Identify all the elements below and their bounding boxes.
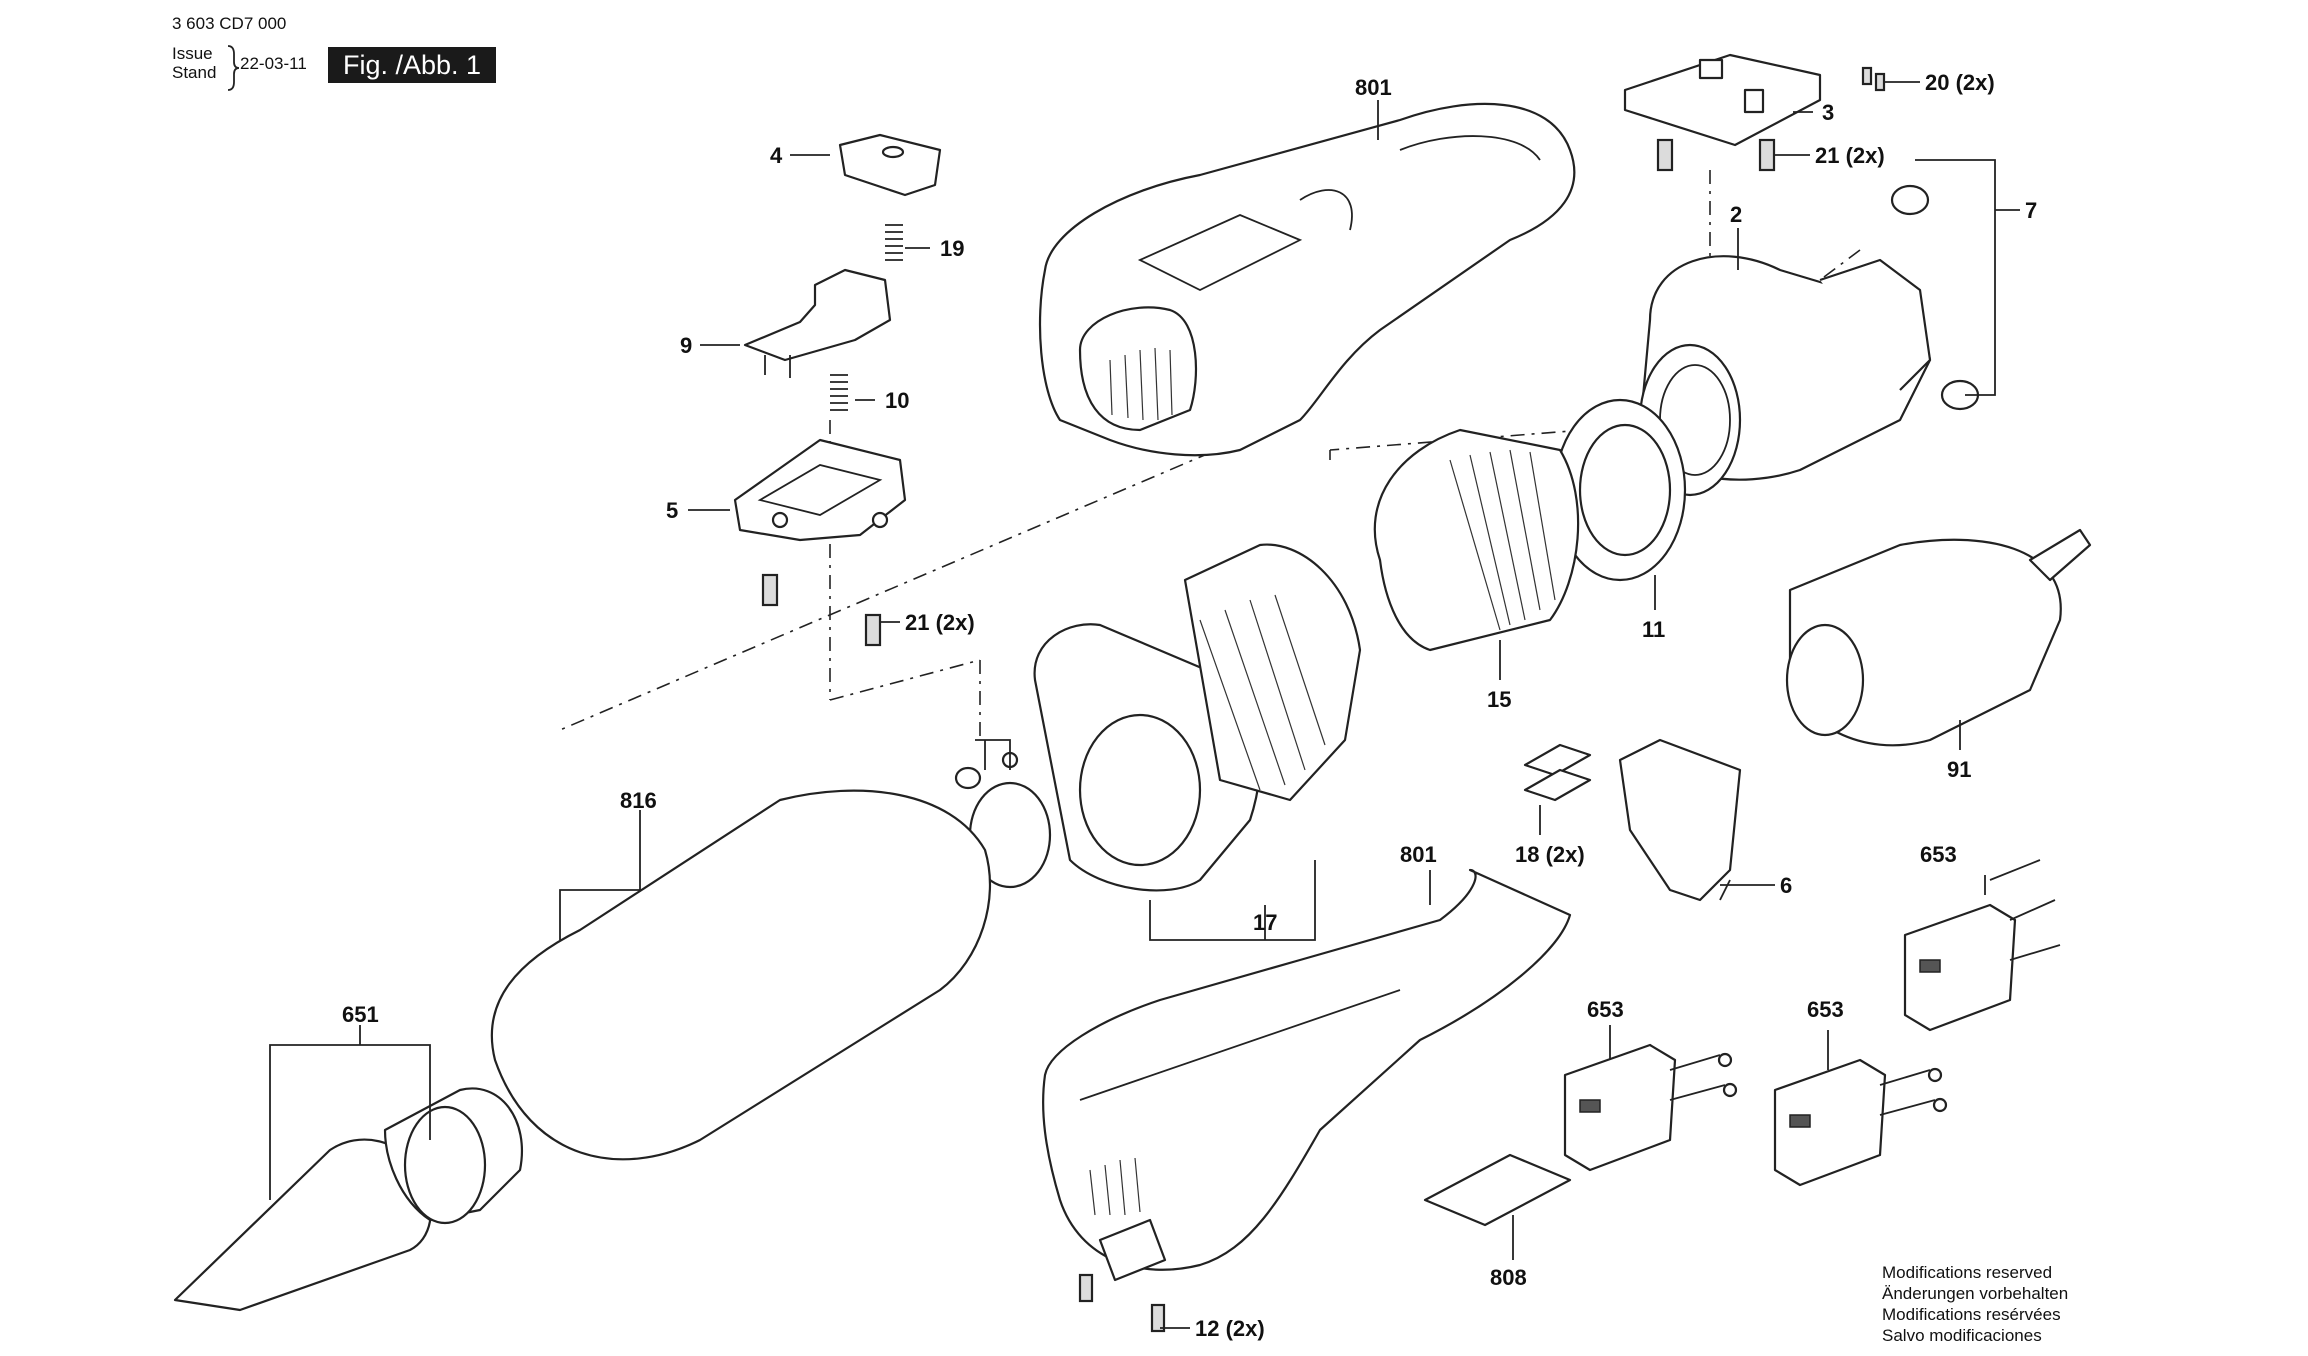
part-801-lower-vents xyxy=(1089,1157,1141,1216)
modifications-fr: Modifications resérvées xyxy=(1882,1305,2061,1324)
part-10-spring xyxy=(830,374,848,411)
label-91: 91 xyxy=(1947,757,1971,782)
part-7-grommets xyxy=(1890,184,1980,411)
callout-labels: 801 4 19 9 10 5 21 (2x) 3 20 (2x) 21 (2x… xyxy=(342,70,2037,1341)
part-801-vent-slots xyxy=(1109,347,1173,421)
part-6-clip xyxy=(1618,738,1742,902)
part-801-upper-housing xyxy=(1038,102,1576,457)
modifications-de: Änderungen vorbehalten xyxy=(1882,1284,2069,1303)
label-10: 10 xyxy=(885,388,909,413)
part-91-battery-pack xyxy=(1785,528,2092,747)
part-653-charger-eu-right xyxy=(1773,1058,1948,1187)
part-15-pleats xyxy=(1449,449,1556,631)
part-20-screws xyxy=(1861,66,1886,92)
part-3-circuit-board xyxy=(1623,53,1822,147)
part-11-ring xyxy=(1553,398,1687,582)
label-21-left: 21 (2x) xyxy=(905,610,975,635)
modifications-en: Modifications reserved xyxy=(1882,1263,2053,1282)
part-801-lower-housing xyxy=(1042,868,1572,1282)
part-808-manual-sheet xyxy=(1423,1153,1572,1227)
label-801-top: 801 xyxy=(1355,75,1392,100)
label-2: 2 xyxy=(1730,202,1742,227)
label-19: 19 xyxy=(940,236,964,261)
part-19-spring xyxy=(885,224,903,261)
part-651-crevice-nozzle xyxy=(173,1087,523,1312)
leader-lines xyxy=(269,81,2020,1329)
part-21-screws-left xyxy=(761,573,882,647)
part-653-charger-eu-left xyxy=(1563,1043,1738,1172)
label-653-a: 653 xyxy=(1920,842,1957,867)
part-9-slider xyxy=(743,268,892,378)
modifications-notice: Modifications reserved Änderungen vorbeh… xyxy=(1882,1262,2068,1346)
part-17-mesh xyxy=(1199,594,1326,791)
part-653-charger-uk xyxy=(1903,859,2061,1032)
part-5-bracket xyxy=(733,438,907,542)
label-12: 12 (2x) xyxy=(1195,1316,1265,1341)
label-6: 6 xyxy=(1780,873,1792,898)
label-4: 4 xyxy=(770,143,783,168)
figure-label: Fig. /Abb. 1 xyxy=(328,47,496,83)
modifications-es: Salvo modificaciones xyxy=(1882,1326,2042,1345)
label-651: 651 xyxy=(342,1002,379,1027)
part-12-screws xyxy=(1078,1273,1166,1333)
issue-label-de: Stand xyxy=(172,63,217,82)
label-653-c: 653 xyxy=(1807,997,1844,1022)
part-2-motor xyxy=(1638,255,1932,497)
label-17: 17 xyxy=(1253,910,1277,935)
label-20: 20 (2x) xyxy=(1925,70,1995,95)
part-18-clips xyxy=(1523,743,1592,802)
issue-label: Issue Stand xyxy=(172,44,216,82)
label-3: 3 xyxy=(1822,100,1834,125)
label-7: 7 xyxy=(2025,198,2037,223)
issue-date: 22-03-11 xyxy=(240,54,307,73)
part-15-cone-filter xyxy=(1373,428,1580,652)
part-21-screws-right xyxy=(1656,138,1776,172)
label-15: 15 xyxy=(1487,687,1511,712)
part-4-button-cap xyxy=(838,133,942,197)
label-11: 11 xyxy=(1642,617,1665,642)
part-816-dust-container xyxy=(490,789,992,1161)
label-5: 5 xyxy=(666,498,678,523)
label-653-b: 653 xyxy=(1587,997,1624,1022)
part-17-filter-frame xyxy=(1033,543,1362,892)
label-9: 9 xyxy=(680,333,692,358)
label-808: 808 xyxy=(1490,1265,1527,1290)
label-801-bottom: 801 xyxy=(1400,842,1437,867)
document-number: 3 603 CD7 000 xyxy=(172,14,287,33)
label-21-right: 21 (2x) xyxy=(1815,143,1885,168)
issue-label-en: Issue xyxy=(172,44,213,63)
label-816: 816 xyxy=(620,788,657,813)
label-18: 18 (2x) xyxy=(1515,842,1585,867)
